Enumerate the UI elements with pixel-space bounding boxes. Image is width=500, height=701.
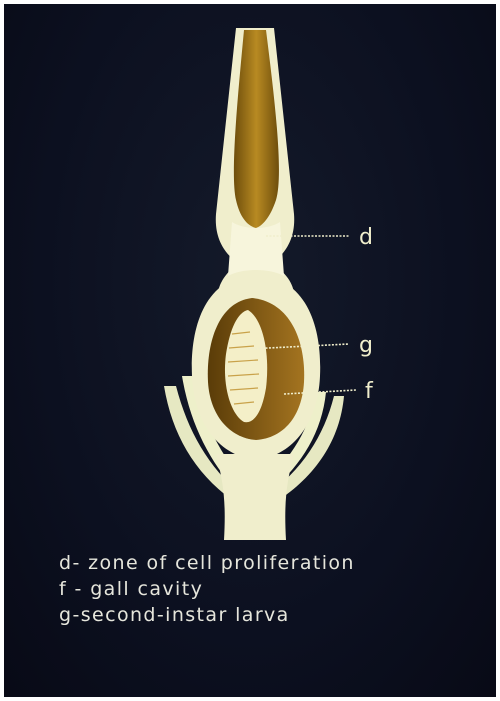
legend: d- zone of cell proliferation f - gall c… — [59, 550, 355, 628]
label-d: d — [359, 225, 373, 250]
legend-item-g: g-second-instar larva — [59, 602, 355, 628]
shoot-base — [216, 454, 294, 540]
legend-item-f: f - gall cavity — [59, 576, 355, 602]
label-g: g — [359, 333, 373, 358]
proliferation-zone — [228, 222, 284, 276]
label-f: f — [365, 379, 374, 404]
legend-item-d: d- zone of cell proliferation — [59, 550, 355, 576]
illustration-plate: d g f d- zone of cell proliferation f - … — [4, 4, 496, 697]
